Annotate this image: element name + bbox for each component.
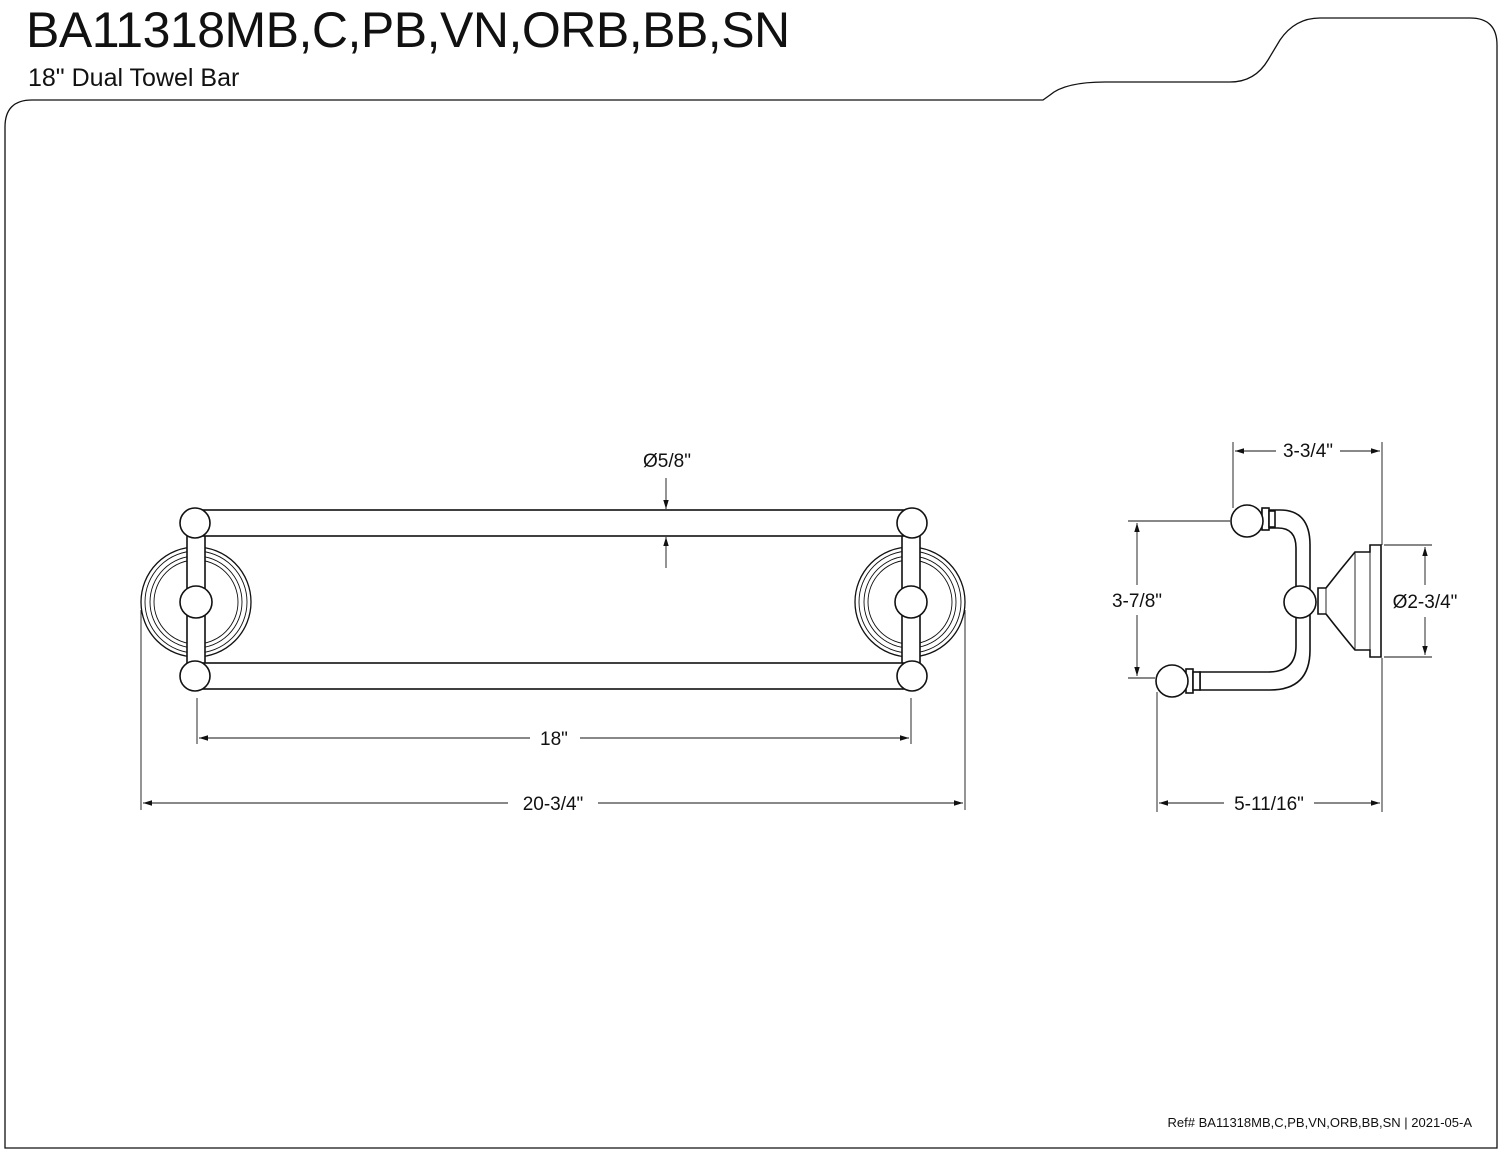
side-view: 3-3/4" 3-7/8" Ø2-3/4" 5-11/16" [1112,441,1457,815]
side-hub [1283,585,1317,619]
ball-bottom-right [896,660,928,692]
overall-length-label: 20-3/4" [523,794,584,815]
sheet-border [4,17,1498,1149]
ball-bottom-left [179,660,211,692]
projection-bottom-label: 5-11/16" [1234,794,1304,815]
bottom-towel-bar [197,662,911,690]
flange-diameter-label: Ø2-3/4" [1393,592,1458,613]
lower-ball [1155,664,1189,698]
upper-ball [1230,504,1264,538]
hub-left [179,585,213,619]
bar-spacing-label: 3-7/8" [1112,591,1162,612]
top-towel-bar [197,509,911,537]
projection-top-label: 3-3/4" [1283,441,1333,462]
reference-note: Ref# BA11318MB,C,PB,VN,ORB,BB,SN | 2021-… [1168,1115,1473,1130]
front-view: Ø5/8" 18" 20-3/4" [140,451,966,815]
product-subtitle: 18" Dual Towel Bar [28,64,239,92]
ball-top-left [179,507,211,539]
bar-length-label: 18" [540,729,568,750]
model-title: BA11318MB,C,PB,VN,ORB,BB,SN [26,2,790,58]
bar-diameter-label: Ø5/8" [643,451,691,472]
ball-top-right [896,507,928,539]
side-flange [1317,544,1382,658]
hub-right [894,585,928,619]
